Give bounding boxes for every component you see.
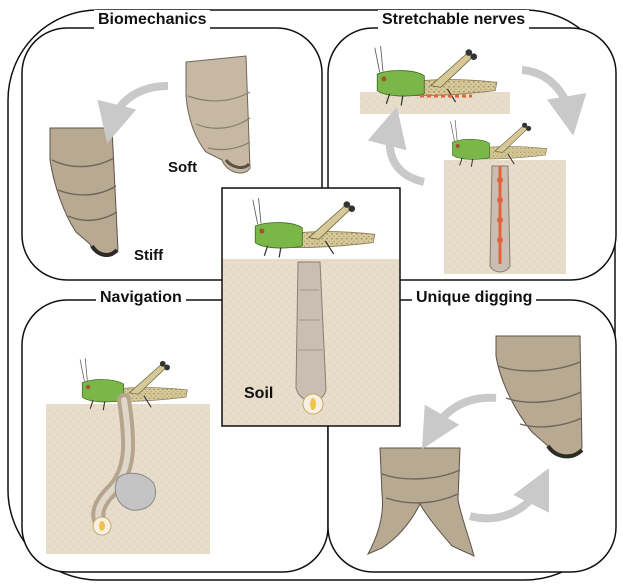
label-soft: Soft — [168, 158, 197, 178]
label-stiff: Stiff — [134, 246, 163, 266]
panel-title-unique-digging: Unique digging — [412, 288, 536, 308]
obstacle-rock — [115, 473, 155, 510]
center-sky — [223, 189, 399, 259]
label-soil: Soil — [244, 384, 273, 404]
center-eggs — [303, 394, 323, 414]
panel-title-navigation: Navigation — [96, 288, 186, 308]
panel-title-biomechanics: Biomechanics — [94, 10, 210, 30]
panel-title-stretchable-nerves: Stretchable nerves — [378, 10, 529, 30]
navigation-eggs — [93, 517, 111, 535]
